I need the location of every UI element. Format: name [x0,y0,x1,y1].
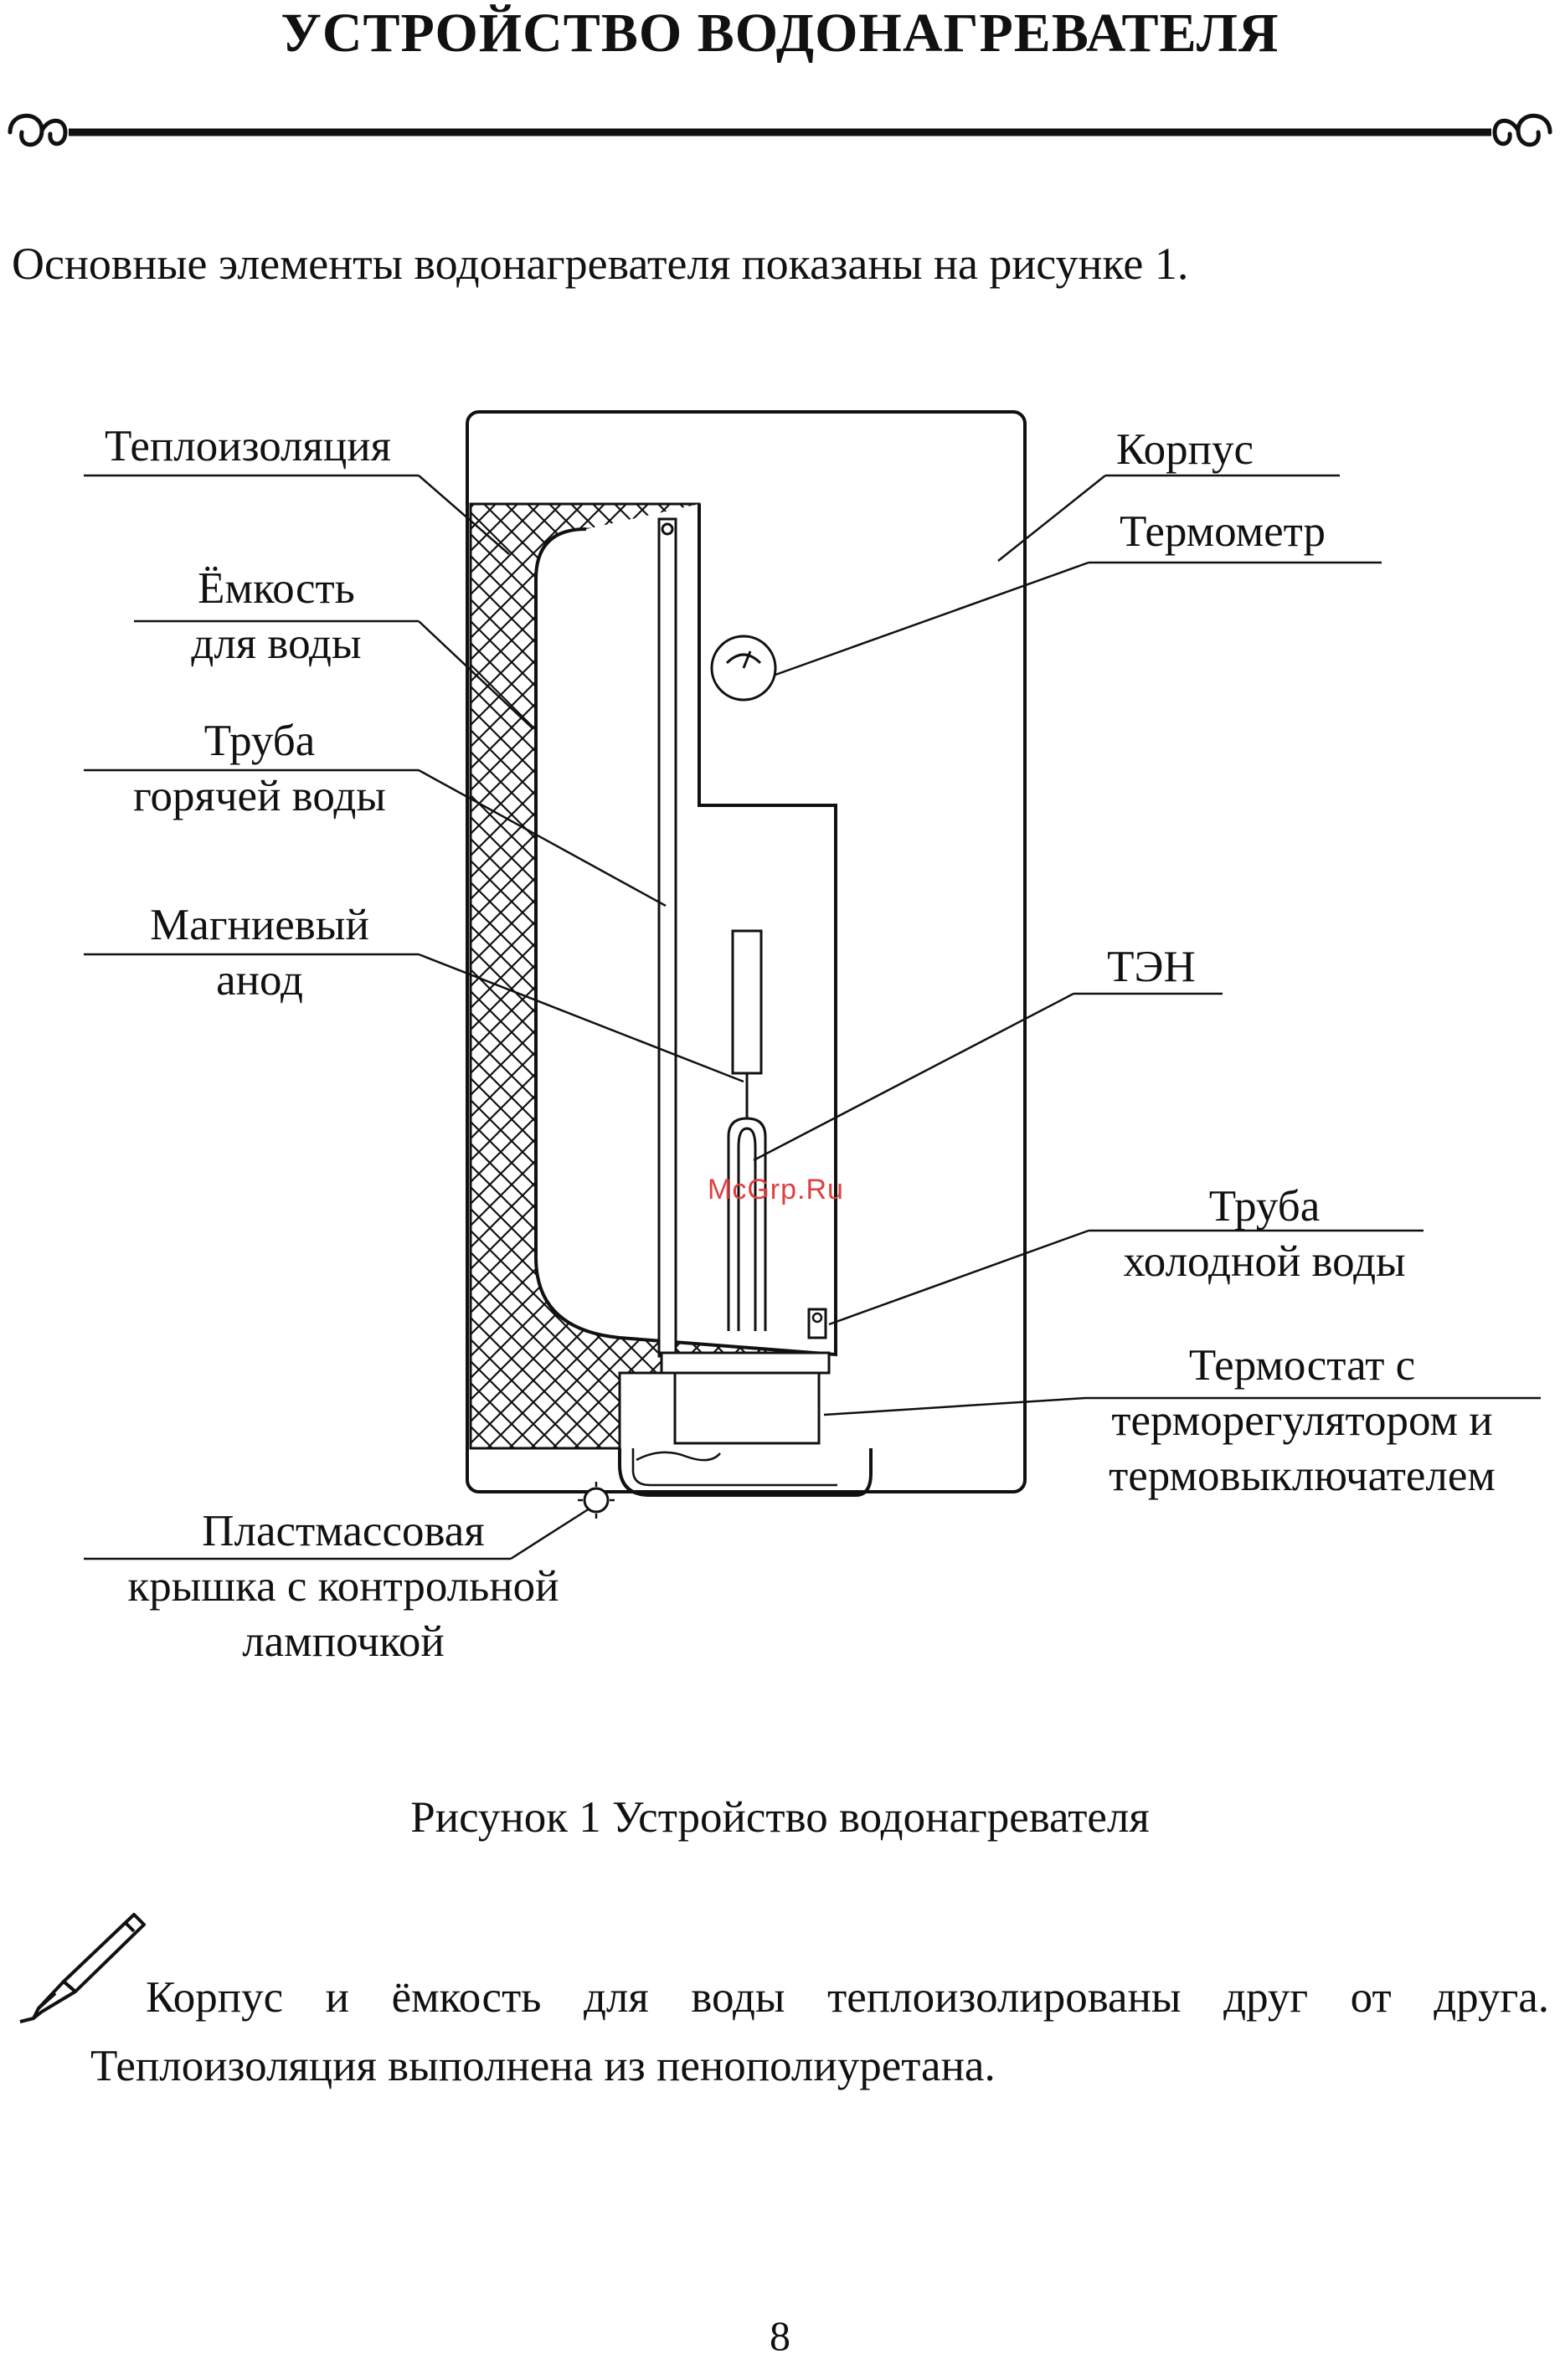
label-heater-text: ТЭН [1107,943,1196,991]
label-thermostat: Термостат с терморегулятором и термовыкл… [1072,1338,1532,1504]
thermostat-block [673,1371,821,1445]
fountain-pen-icon [19,1913,146,2023]
label-thermostat-line3: термовыключателем [1109,1452,1496,1500]
plastic-cover [618,1448,873,1497]
label-tank-line1: Ёмкость [198,564,355,613]
right-ornament-icon [1492,113,1552,147]
label-heater: ТЭН [1080,939,1223,995]
flange [660,1351,831,1375]
label-anode: Магниевый анод [92,897,427,1008]
note-text: Корпус и ёмкость для воды теплоизолирова… [90,1973,1549,2090]
label-insulation-text: Теплоизоляция [105,422,391,470]
tank-outline [534,504,837,1357]
casing-outline [466,410,1027,1493]
watermark: McGrp.Ru [708,1174,844,1205]
label-cold-pipe-line1: Труба [1208,1182,1321,1231]
page-number: 8 [770,2312,790,2359]
figure-caption: Рисунок 1 Устройство водонагревателя [410,1793,1150,1842]
label-thermostat-line1: Термостат с [1188,1341,1416,1390]
hot-pipe [657,517,677,1358]
label-cover-line1: Пластмассовая [202,1507,485,1555]
label-tank: Ёмкость для воды [126,561,427,671]
magnesium-anode [731,929,763,1075]
label-insulation: Теплоизоляция [80,419,415,474]
decorative-divider [8,113,1552,147]
label-hot-pipe-line2: горячей воды [133,772,386,820]
label-body-text: Корпус [1115,425,1254,474]
control-lamp-icon [583,1487,610,1514]
label-thermometer-text: Термометр [1120,507,1326,556]
label-hot-pipe-line1: Труба [203,717,316,765]
label-cold-pipe-line2: холодной воды [1123,1237,1406,1286]
left-ornament-icon [8,113,68,147]
label-tank-line2: для воды [191,619,362,668]
water-heater-diagram [84,410,1541,1560]
page-title: УСТРОЙСТВО ВОДОНАГРЕВАТЕЛЯ [281,3,1279,64]
label-cover-line3: лампочкой [242,1617,445,1666]
label-thermometer: Термометр [1089,504,1357,559]
label-cover-line2: крышка с контрольной [127,1562,559,1611]
label-body: Корпус [1089,422,1281,477]
label-hot-pipe: Труба горячей воды [92,713,427,824]
intro-text: Основные элементы водонагревателя показа… [12,239,1189,289]
label-anode-line2: анод [216,956,303,1005]
label-thermostat-line2: терморегулятором и [1111,1396,1493,1445]
label-cold-pipe: Труба холодной воды [1089,1179,1440,1289]
label-anode-line1: Магниевый [150,901,369,949]
label-plastic-cover: Пластмассовая крышка с контрольной лампо… [84,1504,603,1669]
